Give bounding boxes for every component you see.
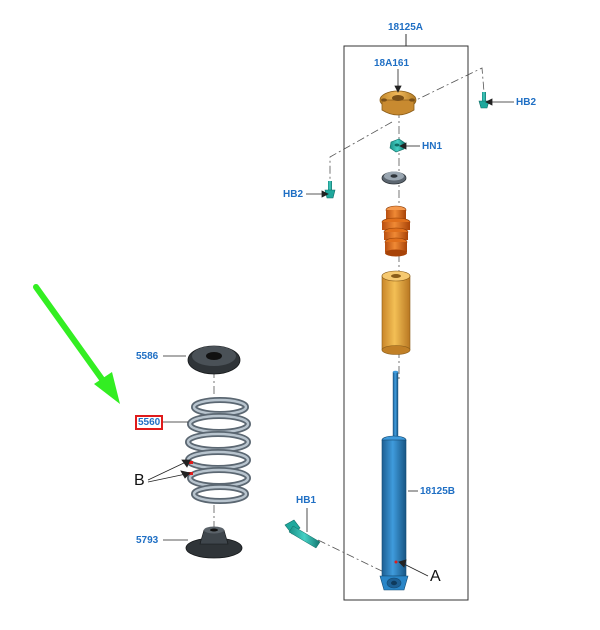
bolt-hb2-right-part [478, 92, 490, 109]
assembly-outline [343, 34, 469, 601]
label-top-mount-18a161: 18A161 [374, 58, 410, 69]
bump-stop-part [381, 205, 411, 257]
label-lower-insulator-5793: 5793 [136, 535, 159, 546]
label-mark-a: A [430, 568, 441, 585]
green-pointer-arrow-icon [33, 284, 120, 404]
label-coil-spring-5560: 5560 [135, 415, 164, 430]
alignment-lines [213, 67, 485, 576]
bolt-hb2-left-part [324, 181, 336, 199]
label-bolt-hb2-right: HB2 [516, 97, 537, 108]
top-mount-part [379, 90, 417, 116]
shock-absorber-part [379, 370, 409, 591]
label-marks-b: B [134, 472, 145, 489]
washer-part [381, 171, 407, 185]
label-bolt-hb1: HB1 [296, 495, 317, 506]
dust-boot-part [381, 270, 411, 355]
leader-lines [147, 69, 514, 577]
label-nut-hn1: HN1 [422, 141, 443, 152]
nut-hn1-part [389, 138, 406, 153]
label-bolt-hb2-left: HB2 [283, 189, 304, 200]
label-upper-insulator-5586: 5586 [136, 351, 159, 362]
upper-insulator-part [187, 345, 241, 375]
lower-insulator-part [185, 526, 243, 559]
label-shock-absorber-18125b: 18125B [420, 486, 456, 497]
label-assembly-18125a: 18125A [388, 22, 424, 33]
coil-spring-part [185, 397, 251, 504]
bolt-hb1-part [284, 519, 321, 549]
